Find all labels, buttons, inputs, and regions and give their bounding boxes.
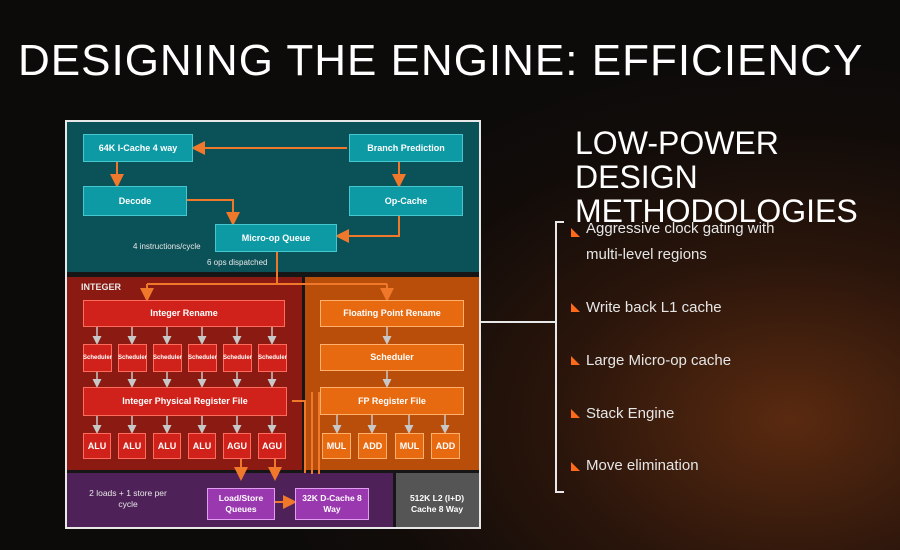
bullet-marker-icon bbox=[571, 303, 580, 312]
bracket-connector bbox=[481, 221, 564, 493]
alu-unit: ALU bbox=[153, 433, 181, 459]
fp-rename-box: Floating Point Rename bbox=[320, 300, 464, 327]
l2-cache-box: 512K L2 (I+D) Cache 8 Way bbox=[402, 482, 472, 526]
loads-store-note: 2 loads + 1 store per cycle bbox=[89, 488, 167, 509]
bullet-marker-icon bbox=[571, 228, 580, 237]
integer-rename-box: Integer Rename bbox=[83, 300, 285, 327]
methodology-item: Large Micro-op cache bbox=[586, 352, 732, 369]
int-scheduler-box: Scheduler bbox=[153, 344, 182, 372]
fp-scheduler-box: Scheduler bbox=[320, 344, 464, 371]
icache-box: 64K I-Cache 4 way bbox=[83, 134, 193, 162]
int-scheduler-box: Scheduler bbox=[188, 344, 217, 372]
int-scheduler-box: Scheduler bbox=[258, 344, 287, 372]
fp-register-file-box: FP Register File bbox=[320, 387, 464, 415]
alu-unit: ALU bbox=[83, 433, 111, 459]
branch-prediction-box: Branch Prediction bbox=[349, 134, 463, 162]
methodology-item: Move elimination bbox=[586, 457, 699, 474]
decode-box: Decode bbox=[83, 186, 187, 216]
mul-unit: MUL bbox=[322, 433, 351, 459]
op-cache-box: Op-Cache bbox=[349, 186, 463, 216]
instructions-per-cycle-label: 4 instructions/cycle bbox=[133, 242, 201, 251]
int-scheduler-box: Scheduler bbox=[118, 344, 147, 372]
methodologies-heading: LOW-POWER DESIGN METHODOLOGIES bbox=[575, 125, 858, 229]
integer-register-file-box: Integer Physical Register File bbox=[83, 387, 287, 416]
int-scheduler-box: Scheduler bbox=[223, 344, 252, 372]
methodology-item: Write back L1 cache bbox=[586, 299, 722, 316]
methodology-item: Aggressive clock gating with multi-level… bbox=[586, 220, 775, 263]
core-block-diagram: 64K I-Cache 4 way Branch Prediction Deco… bbox=[65, 120, 481, 529]
dataflow-arrows bbox=[92, 141, 450, 509]
ops-dispatched-label: 6 ops dispatched bbox=[207, 258, 268, 267]
bullet-marker-icon bbox=[571, 356, 580, 365]
bullet-marker-icon bbox=[571, 409, 580, 418]
methodology-item: Stack Engine bbox=[586, 405, 675, 422]
alu-unit: ALU bbox=[188, 433, 216, 459]
agu-unit: AGU bbox=[258, 433, 286, 459]
slide-title: DESIGNING THE ENGINE: EFFICIENCY bbox=[18, 36, 864, 85]
add-unit: ADD bbox=[431, 433, 460, 459]
alu-unit: ALU bbox=[118, 433, 146, 459]
integer-label: INTEGER bbox=[81, 282, 122, 292]
int-scheduler-box: Scheduler bbox=[83, 344, 112, 372]
bullet-marker-icon bbox=[571, 462, 580, 471]
mul-unit: MUL bbox=[395, 433, 424, 459]
dcache-box: 32K D-Cache 8 Way bbox=[295, 488, 369, 520]
load-store-queues-box: Load/Store Queues bbox=[207, 488, 275, 520]
agu-unit: AGU bbox=[223, 433, 251, 459]
add-unit: ADD bbox=[358, 433, 387, 459]
microop-queue-box: Micro-op Queue bbox=[215, 224, 337, 252]
